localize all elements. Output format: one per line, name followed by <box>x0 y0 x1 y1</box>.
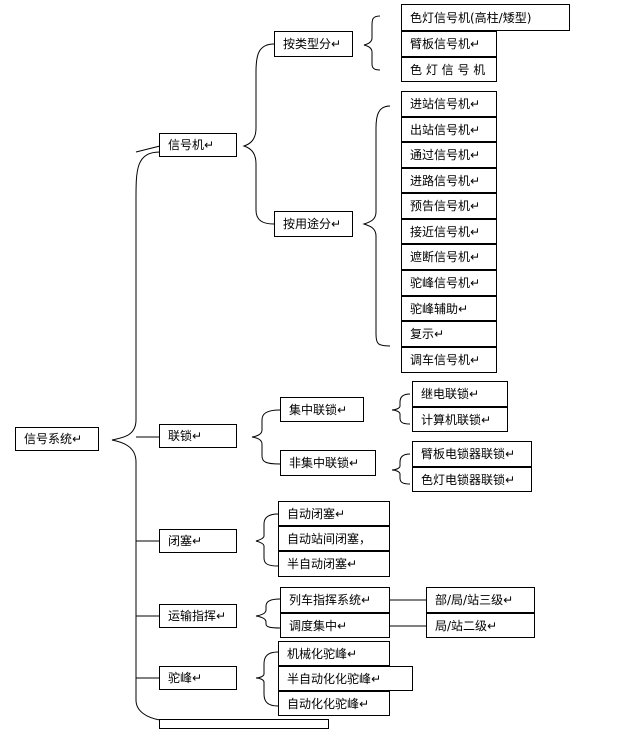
root-node: 信号系统↵ <box>15 427 99 451</box>
by-use-item: 接近信号机↵ <box>401 219 497 244</box>
block-node: 闭塞↵ <box>159 529 237 553</box>
by-type-item: 色灯信号机(高柱/矮型) <box>401 4 570 31</box>
by-type-item: 色 灯 信 号 机 <box>401 57 497 82</box>
root-brace <box>111 151 161 721</box>
hump-item: 机械化驼峰↵ <box>278 641 390 666</box>
train-command-system-node: 列车指挥系统↵ <box>280 587 390 613</box>
by-use-item: 驼峰信号机↵ <box>401 270 497 296</box>
non-centralized-item: 臂板电锁器联锁↵ <box>412 441 532 467</box>
by-use-item: 遮断信号机↵ <box>401 244 497 270</box>
centralized-item: 计算机联锁↵ <box>412 407 508 432</box>
centralized-brace <box>391 393 411 425</box>
block-item: 半自动闭塞↵ <box>278 551 390 577</box>
non-centralized-item: 色灯电锁器联锁↵ <box>412 467 532 492</box>
hump-item: 半自动化化驼峰↵ <box>278 666 413 691</box>
interlock-brace <box>251 409 281 465</box>
hump-brace <box>255 651 279 707</box>
by-type-node: 按类型分↵ <box>274 31 353 57</box>
non-centralized-interlock-node: 非集中联锁↵ <box>280 450 376 476</box>
by-use-item: 驼峰辅助↵ <box>401 296 497 321</box>
three-level-node: 部/局/站三级↵ <box>426 587 535 613</box>
two-level-node: 局/站二级↵ <box>426 613 535 638</box>
by-use-item: 调车信号机↵ <box>401 347 497 373</box>
by-use-brace <box>362 105 391 347</box>
by-use-item: 通过信号机↵ <box>401 142 497 168</box>
dispatch-node: 运输指挥↵ <box>159 604 237 628</box>
interlock-node: 联锁↵ <box>159 424 237 448</box>
centralized-dispatch-node: 调度集中↵ <box>280 613 390 638</box>
hump-node: 驼峰↵ <box>159 666 237 690</box>
by-use-item: 进路信号机↵ <box>401 168 497 193</box>
by-type-item: 臂板信号机↵ <box>401 31 497 57</box>
by-use-item: 预告信号机↵ <box>401 193 497 219</box>
dispatch-brace <box>255 598 281 629</box>
signal-node: 信号机↵ <box>159 133 237 157</box>
hump-item: 自动化化驼峰↵ <box>278 691 390 716</box>
block-item: 自动闭塞↵ <box>278 501 390 526</box>
root-link-signal <box>135 145 161 153</box>
by-use-node: 按用途分↵ <box>274 211 353 237</box>
centralized-interlock-node: 集中联锁↵ <box>280 397 364 422</box>
block-brace <box>255 513 279 567</box>
by-use-item: 出站信号机↵ <box>401 117 497 142</box>
block-item: 自动站间闭塞， <box>278 526 390 551</box>
by-use-item: 复示↵ <box>401 321 497 347</box>
signal-brace <box>242 43 275 225</box>
non-centralized-brace <box>391 453 411 485</box>
by-type-brace <box>363 15 381 71</box>
partial-bottom-node <box>159 719 329 729</box>
by-use-item: 进站信号机↵ <box>401 91 497 117</box>
centralized-item: 继电联锁↵ <box>412 381 508 407</box>
